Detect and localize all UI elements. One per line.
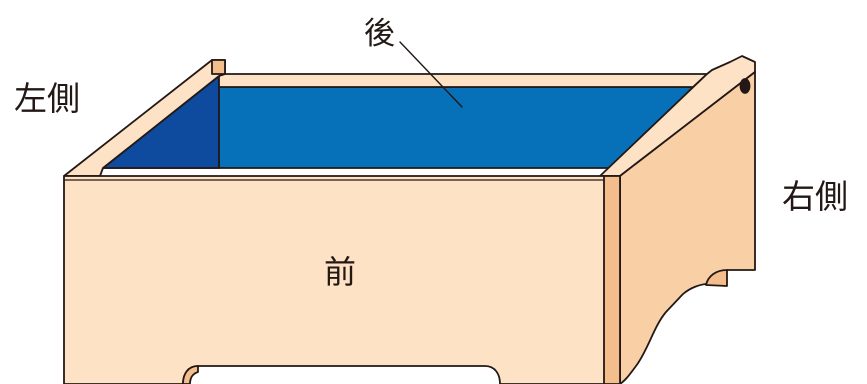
front-handle-cutout-shade <box>182 365 199 384</box>
back-label: 後 <box>364 16 395 52</box>
right-side-notch <box>705 269 728 287</box>
mounting-hole-icon <box>739 78 751 94</box>
back-board-top-edge <box>218 73 708 88</box>
left-side-label: 左側 <box>14 79 80 118</box>
front-label: 前 <box>324 253 356 291</box>
left-side-board-end <box>211 59 226 75</box>
right-side-label: 右側 <box>782 177 848 216</box>
front-board-end <box>603 175 621 384</box>
box-drawing <box>63 41 756 384</box>
back-leader-line <box>399 41 463 108</box>
